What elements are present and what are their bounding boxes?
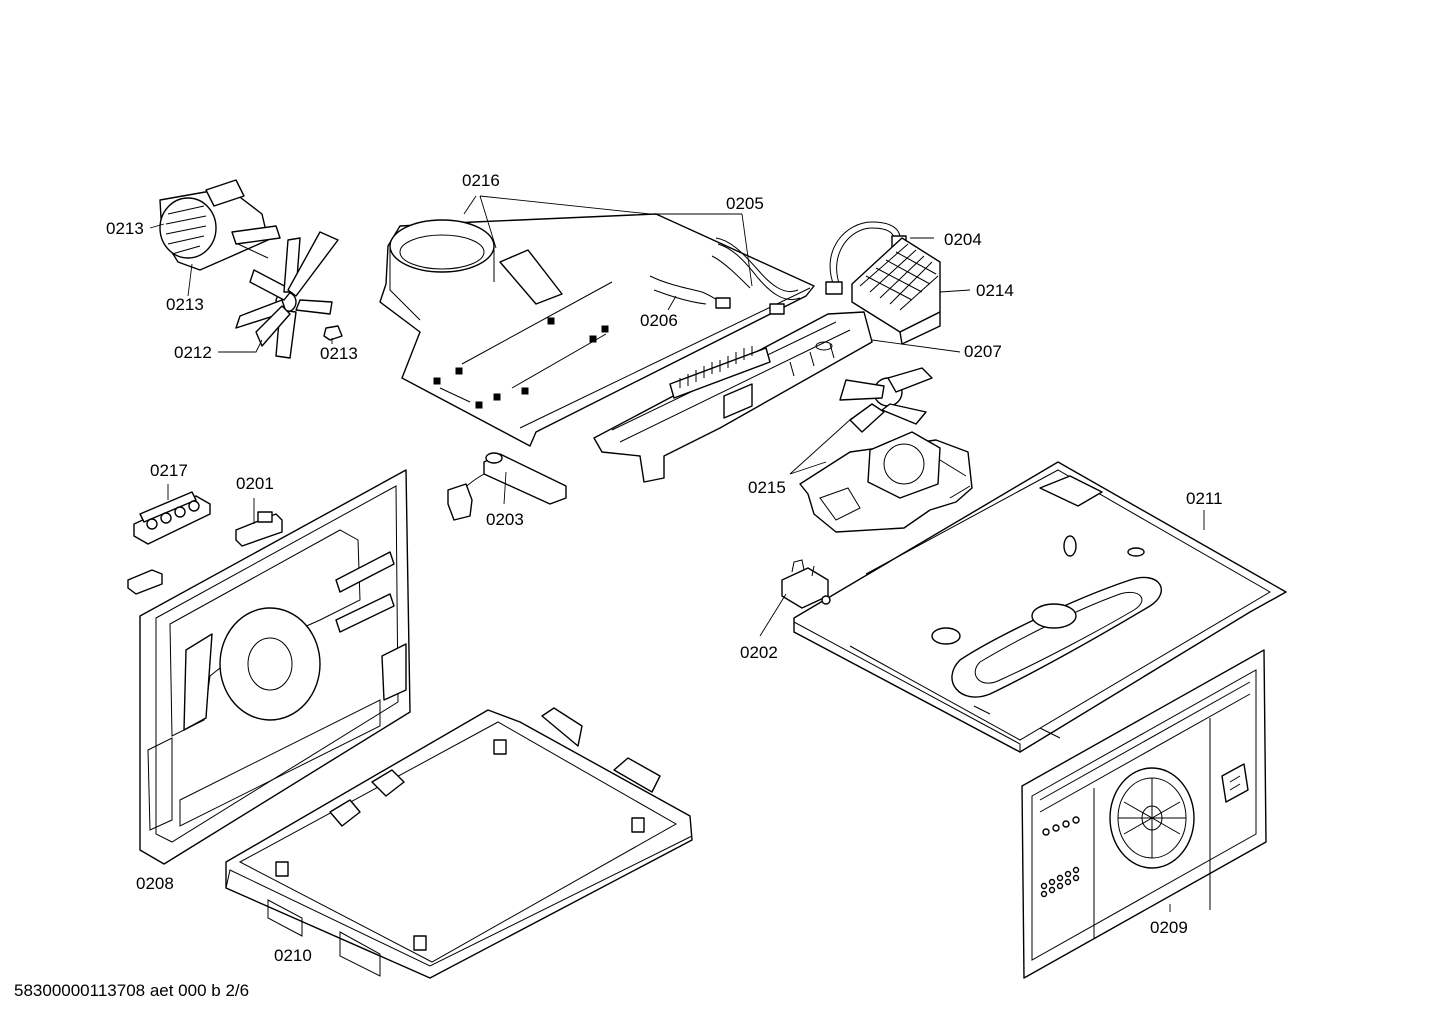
small-switch-part [127, 569, 163, 595]
front-panel-part [1021, 649, 1267, 979]
callout-0208: 0208 [136, 874, 174, 893]
switch-part [235, 511, 283, 547]
callout-0216: 0216 [462, 171, 500, 190]
callout-0213-top: 0213 [106, 219, 144, 238]
callout-0209: 0209 [1150, 918, 1188, 937]
callout-0202: 0202 [740, 643, 778, 662]
back-panel-part [139, 469, 411, 865]
bottom-tray-part [225, 707, 693, 979]
callout-0211: 0211 [1186, 489, 1223, 508]
callout-0207: 0207 [964, 342, 1002, 361]
callout-0217: 0217 [150, 461, 188, 480]
sensor-part [447, 452, 567, 521]
callout-0206: 0206 [640, 311, 678, 330]
nut-part [323, 325, 343, 341]
vent-holes [1040, 816, 1080, 898]
heat-sink-part [851, 237, 941, 345]
callout-0210: 0210 [274, 946, 312, 965]
sensor-clip-part [781, 559, 831, 609]
top-plate-part [793, 461, 1287, 753]
callout-0201: 0201 [236, 474, 274, 493]
callout-0215: 0215 [748, 478, 786, 497]
callout-0205: 0205 [726, 194, 764, 213]
electronics-housing-part [593, 311, 873, 483]
fan-motor-part [159, 179, 281, 271]
callout-0203: 0203 [486, 510, 524, 529]
fan-blade-part [235, 231, 339, 359]
callout-labels: 0216 0205 0204 0214 0207 0213 0213 0213 … [106, 171, 1223, 965]
callout-0204: 0204 [944, 230, 982, 249]
leader-lines [149, 195, 1205, 912]
callout-0213-nut: 0213 [320, 344, 358, 363]
wiring-harness-part [649, 237, 801, 315]
document-code: 58300000113708 aet 000 b 2/6 [14, 981, 250, 1000]
callout-0214: 0214 [976, 281, 1014, 300]
callout-0213-middle: 0213 [166, 295, 204, 314]
terminal-block-part [133, 491, 211, 545]
callout-0212: 0212 [174, 343, 212, 362]
duct-cover-part [379, 213, 815, 447]
blower-fan-part [799, 367, 973, 533]
